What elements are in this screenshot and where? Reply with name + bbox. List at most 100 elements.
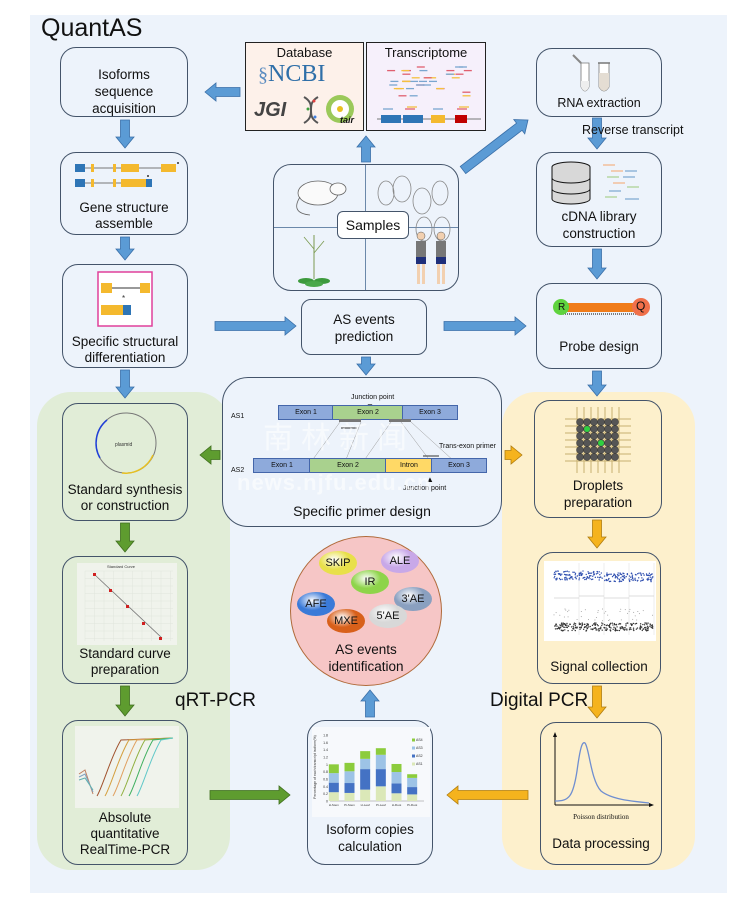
isoforms-sequence-box: Isoforms sequence acquisition [60, 47, 188, 117]
arrow-primer-to-droplets [504, 445, 523, 465]
negative-signal-point [634, 623, 636, 625]
bar-segment-as1 [391, 793, 402, 801]
structural-diff-icon: * [97, 271, 153, 327]
negative-signal-point [581, 623, 584, 626]
rain-point [619, 610, 621, 612]
transcriptome-reads-icon [377, 66, 481, 123]
standard-synthesis-box: plasmid Standard synthesis or constructi… [62, 403, 188, 521]
positive-signal-point [578, 579, 580, 581]
negative-signal-point [650, 626, 652, 629]
positive-signal-point [566, 570, 569, 572]
bar-segment-as2 [407, 787, 418, 795]
positive-signal-point [649, 574, 652, 576]
negative-signal-point [597, 625, 599, 627]
positive-signal-point [625, 575, 627, 578]
poisson-curve [554, 742, 650, 804]
negative-signal-point [582, 628, 585, 631]
poisson-chart [553, 732, 654, 807]
y-tick-label: 1.4 [323, 748, 328, 752]
negative-signal-point [601, 624, 603, 627]
positive-signal-point [553, 573, 555, 575]
positive-signal-point [590, 578, 593, 581]
amplification-curve [128, 737, 174, 797]
negative-signal-point [643, 628, 645, 630]
negative-signal-point [621, 627, 624, 629]
positive-signal-point [561, 573, 563, 575]
positive-signal-point [608, 580, 611, 583]
negative-signal-point [566, 624, 568, 626]
negative-signal-point [566, 622, 568, 625]
rain-point [568, 609, 570, 611]
positive-signal-point [637, 579, 639, 582]
positive-signal-point [576, 575, 579, 577]
gene-structure-icon [75, 162, 179, 187]
positive-signal-point [603, 575, 606, 577]
negative-signal-point [570, 626, 573, 628]
negative-signal-point [556, 625, 558, 627]
arrow-curve-to-absolute [115, 685, 135, 717]
structural-diff-label-2: differentiation [84, 350, 166, 365]
droplet [576, 439, 584, 447]
negative-signal-point [617, 629, 619, 632]
amplification-curve [112, 737, 174, 797]
negative-signal-point [603, 624, 606, 626]
positive-signal-point [613, 573, 616, 576]
y-tick-label: 0.4 [323, 785, 328, 789]
droplets-label-1: Droplets [572, 478, 624, 493]
watermark-url: news.njfu.edu.cn [237, 470, 432, 495]
positive-signal-point [645, 573, 648, 575]
negative-signal-point [640, 626, 642, 628]
negative-signal-point [622, 628, 625, 630]
negative-signal-point [584, 623, 586, 626]
positive-signal-point [589, 578, 591, 580]
as1-exon3: Exon 3 [402, 405, 458, 420]
negative-signal-point [561, 630, 564, 632]
negative-signal-point [639, 627, 641, 629]
realtime-pcr-chart [75, 726, 179, 808]
rain-point [576, 618, 578, 620]
negative-signal-point [586, 627, 589, 629]
cdna-database-icon [551, 161, 639, 205]
positive-signal-point [559, 573, 562, 575]
negative-signal-point [593, 627, 595, 629]
gene-structure-label-2: assemble [95, 216, 153, 231]
negative-signal-point [574, 629, 576, 632]
positive-signal-point [578, 577, 581, 579]
negative-signal-point [554, 628, 557, 630]
positive-signal-point [594, 576, 597, 579]
negative-signal-point [572, 627, 575, 629]
arrow-gene-to-structural [115, 236, 135, 261]
junction-point-bottom: Junction point [403, 485, 447, 492]
droplet [611, 418, 619, 426]
positive-signal-point [622, 572, 624, 574]
positive-signal-point [598, 571, 600, 573]
signal-collection-box: Signal collection [537, 552, 661, 684]
positive-signal-point [588, 575, 591, 577]
droplets-label-2: preparation [563, 495, 633, 510]
bar-segment-as3 [407, 777, 418, 788]
as-events-label-2: identification [328, 659, 404, 674]
negative-signal-point [619, 626, 621, 629]
amplification-curve [104, 737, 174, 797]
positive-signal-point [609, 580, 612, 583]
positive-signal-point [597, 572, 599, 574]
ncbi-helix-icon: § [258, 64, 268, 86]
positive-signal-point [572, 571, 574, 573]
as-event-ale: ALE [381, 549, 419, 573]
bar-segment-as3 [344, 771, 355, 784]
database-panel: Database §NCBI JGI tair [245, 42, 364, 131]
rain-point [597, 611, 599, 613]
positive-signal-point [628, 575, 631, 577]
arrow-samples-to-transcriptome [356, 135, 376, 163]
droplet [590, 418, 598, 426]
negative-signal-point [556, 627, 558, 630]
negative-signal-point [578, 623, 581, 626]
droplet [604, 418, 612, 426]
positive-signal-point [637, 573, 639, 575]
bar-segment-as3 [328, 773, 339, 783]
probe-icon [553, 298, 650, 316]
droplet [611, 439, 619, 447]
negative-signal-point [573, 622, 576, 624]
structural-diff-label-1: Specific structural [71, 334, 179, 349]
negative-signal-point [624, 627, 626, 629]
